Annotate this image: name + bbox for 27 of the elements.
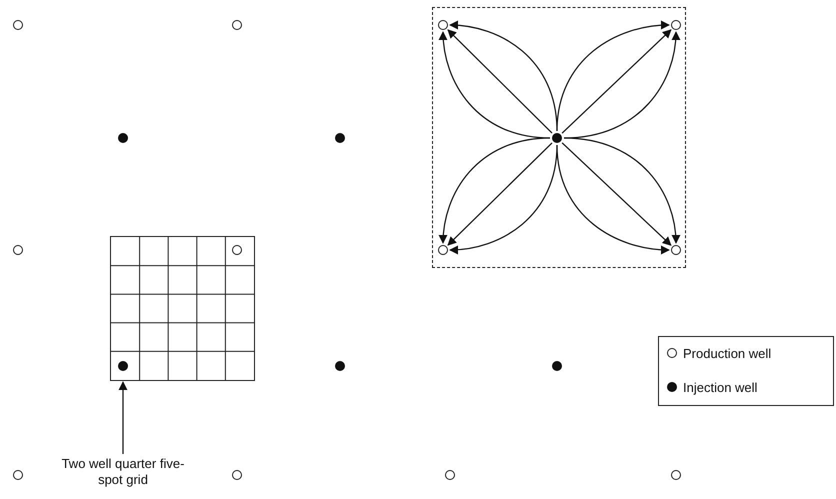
curved-arrow (556, 144, 670, 254)
well-circle (671, 245, 681, 255)
well-circle (232, 20, 242, 30)
legend-text: Production well (683, 346, 772, 361)
straight-arrow (447, 29, 552, 134)
well-circle (13, 470, 23, 480)
well-dot (118, 361, 128, 371)
legend-text: Injection well (683, 380, 758, 395)
well-circle (232, 245, 242, 255)
well-circle (232, 470, 242, 480)
well-circle (13, 245, 23, 255)
well-circle (671, 470, 681, 480)
well-circle (671, 20, 681, 30)
well-dot (552, 133, 562, 143)
grid-drawing (110, 236, 255, 381)
well-circle (438, 20, 448, 30)
well-circle (438, 245, 448, 255)
callout-label: Two well quarter five-spot grid (58, 456, 188, 490)
well-circle (13, 20, 23, 30)
pattern-outline (432, 7, 686, 268)
well-dot (552, 361, 562, 371)
well-circle (445, 470, 455, 480)
well-dot (335, 133, 345, 143)
curved-arrow (556, 20, 670, 132)
well-dot (118, 133, 128, 143)
well-dot (335, 361, 345, 371)
leader-arrow (118, 381, 128, 454)
